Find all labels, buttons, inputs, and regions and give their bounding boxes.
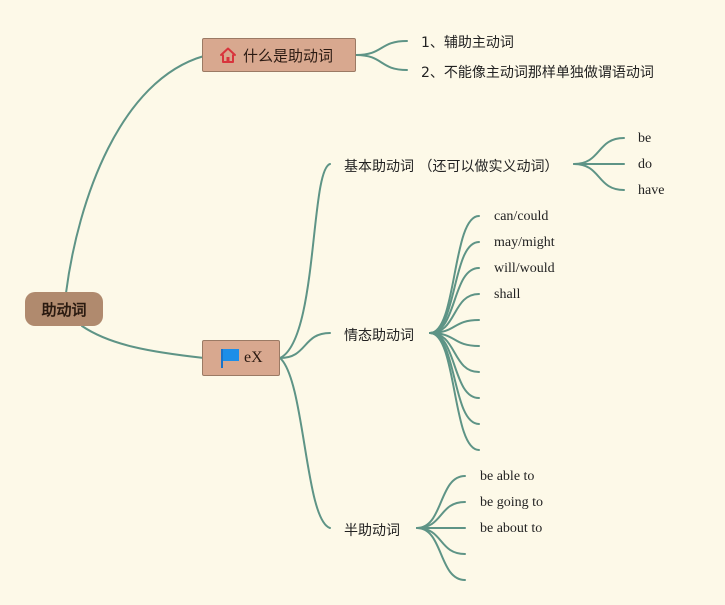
connector-semi-leaf [416, 501, 466, 529]
group-modal-auxiliary[interactable]: 情态助动词 [344, 328, 414, 344]
root-label: 助动词 [41, 300, 87, 319]
group-basic-auxiliary[interactable]: 基本助动词 （还可以做实义动词） [344, 159, 559, 175]
connector-root-topic2 [81, 325, 205, 359]
connector-root-topic1 [65, 55, 205, 294]
connector-modal-leaf [429, 332, 480, 451]
topic-label: eX [244, 349, 263, 366]
leaf-item: be [638, 131, 652, 146]
leaf-item: be going to [480, 495, 543, 510]
connector-topic2-group [279, 332, 331, 359]
connector-basic-leaf [573, 137, 625, 165]
connector-topic1-child [355, 40, 408, 56]
leaf-item: will/would [494, 261, 555, 276]
definition-item: 1、辅助主动词 [421, 35, 514, 51]
connector-modal-leaf [429, 332, 480, 425]
leaf-item: have [638, 183, 665, 198]
definition-item: 2、不能像主动词那样单独做谓语动词 [421, 65, 654, 81]
root-node[interactable]: 助动词 [25, 292, 103, 326]
connector-semi-leaf [416, 527, 466, 581]
leaf-item: can/could [494, 209, 549, 224]
leaf-item: shall [494, 287, 521, 302]
topic-ex[interactable]: eX [202, 340, 280, 376]
flag-icon [220, 347, 240, 369]
house-icon [219, 46, 237, 64]
leaf-item: be able to [480, 469, 535, 484]
topic-what-is-auxiliary[interactable]: 什么是助动词 [202, 38, 356, 72]
connector-basic-leaf [573, 163, 625, 191]
leaf-item: do [638, 157, 652, 172]
connector-topic2-group [279, 163, 331, 359]
leaf-item: be about to [480, 521, 543, 536]
connector-topic2-group [279, 357, 331, 529]
leaf-item: may/might [494, 235, 555, 250]
group-semi-auxiliary[interactable]: 半助动词 [344, 523, 400, 539]
connector-topic1-child [355, 54, 408, 71]
connector-semi-leaf [416, 527, 466, 555]
topic-label: 什么是助动词 [243, 46, 334, 65]
connector-modal-leaf [429, 241, 480, 334]
